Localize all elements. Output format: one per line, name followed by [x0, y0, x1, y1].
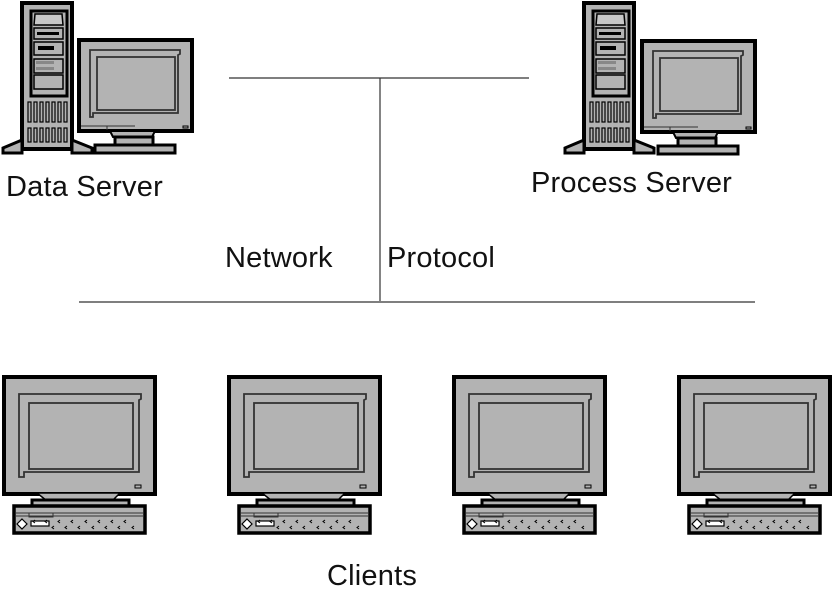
client-computer-icon-1 [2, 375, 157, 535]
client-computer-icon-2 [227, 375, 382, 535]
data-server-label: Data Server [6, 171, 163, 203]
data-server-icon [1, 1, 194, 155]
process-server-icon [563, 1, 757, 156]
client-computer-icon-4 [677, 375, 832, 535]
clients-label: Clients [327, 560, 418, 592]
client-computer-icon-3 [452, 375, 607, 535]
network-label: Network [225, 242, 333, 274]
process-server-label: Process Server [531, 167, 733, 199]
protocol-label: Protocol [387, 242, 495, 274]
